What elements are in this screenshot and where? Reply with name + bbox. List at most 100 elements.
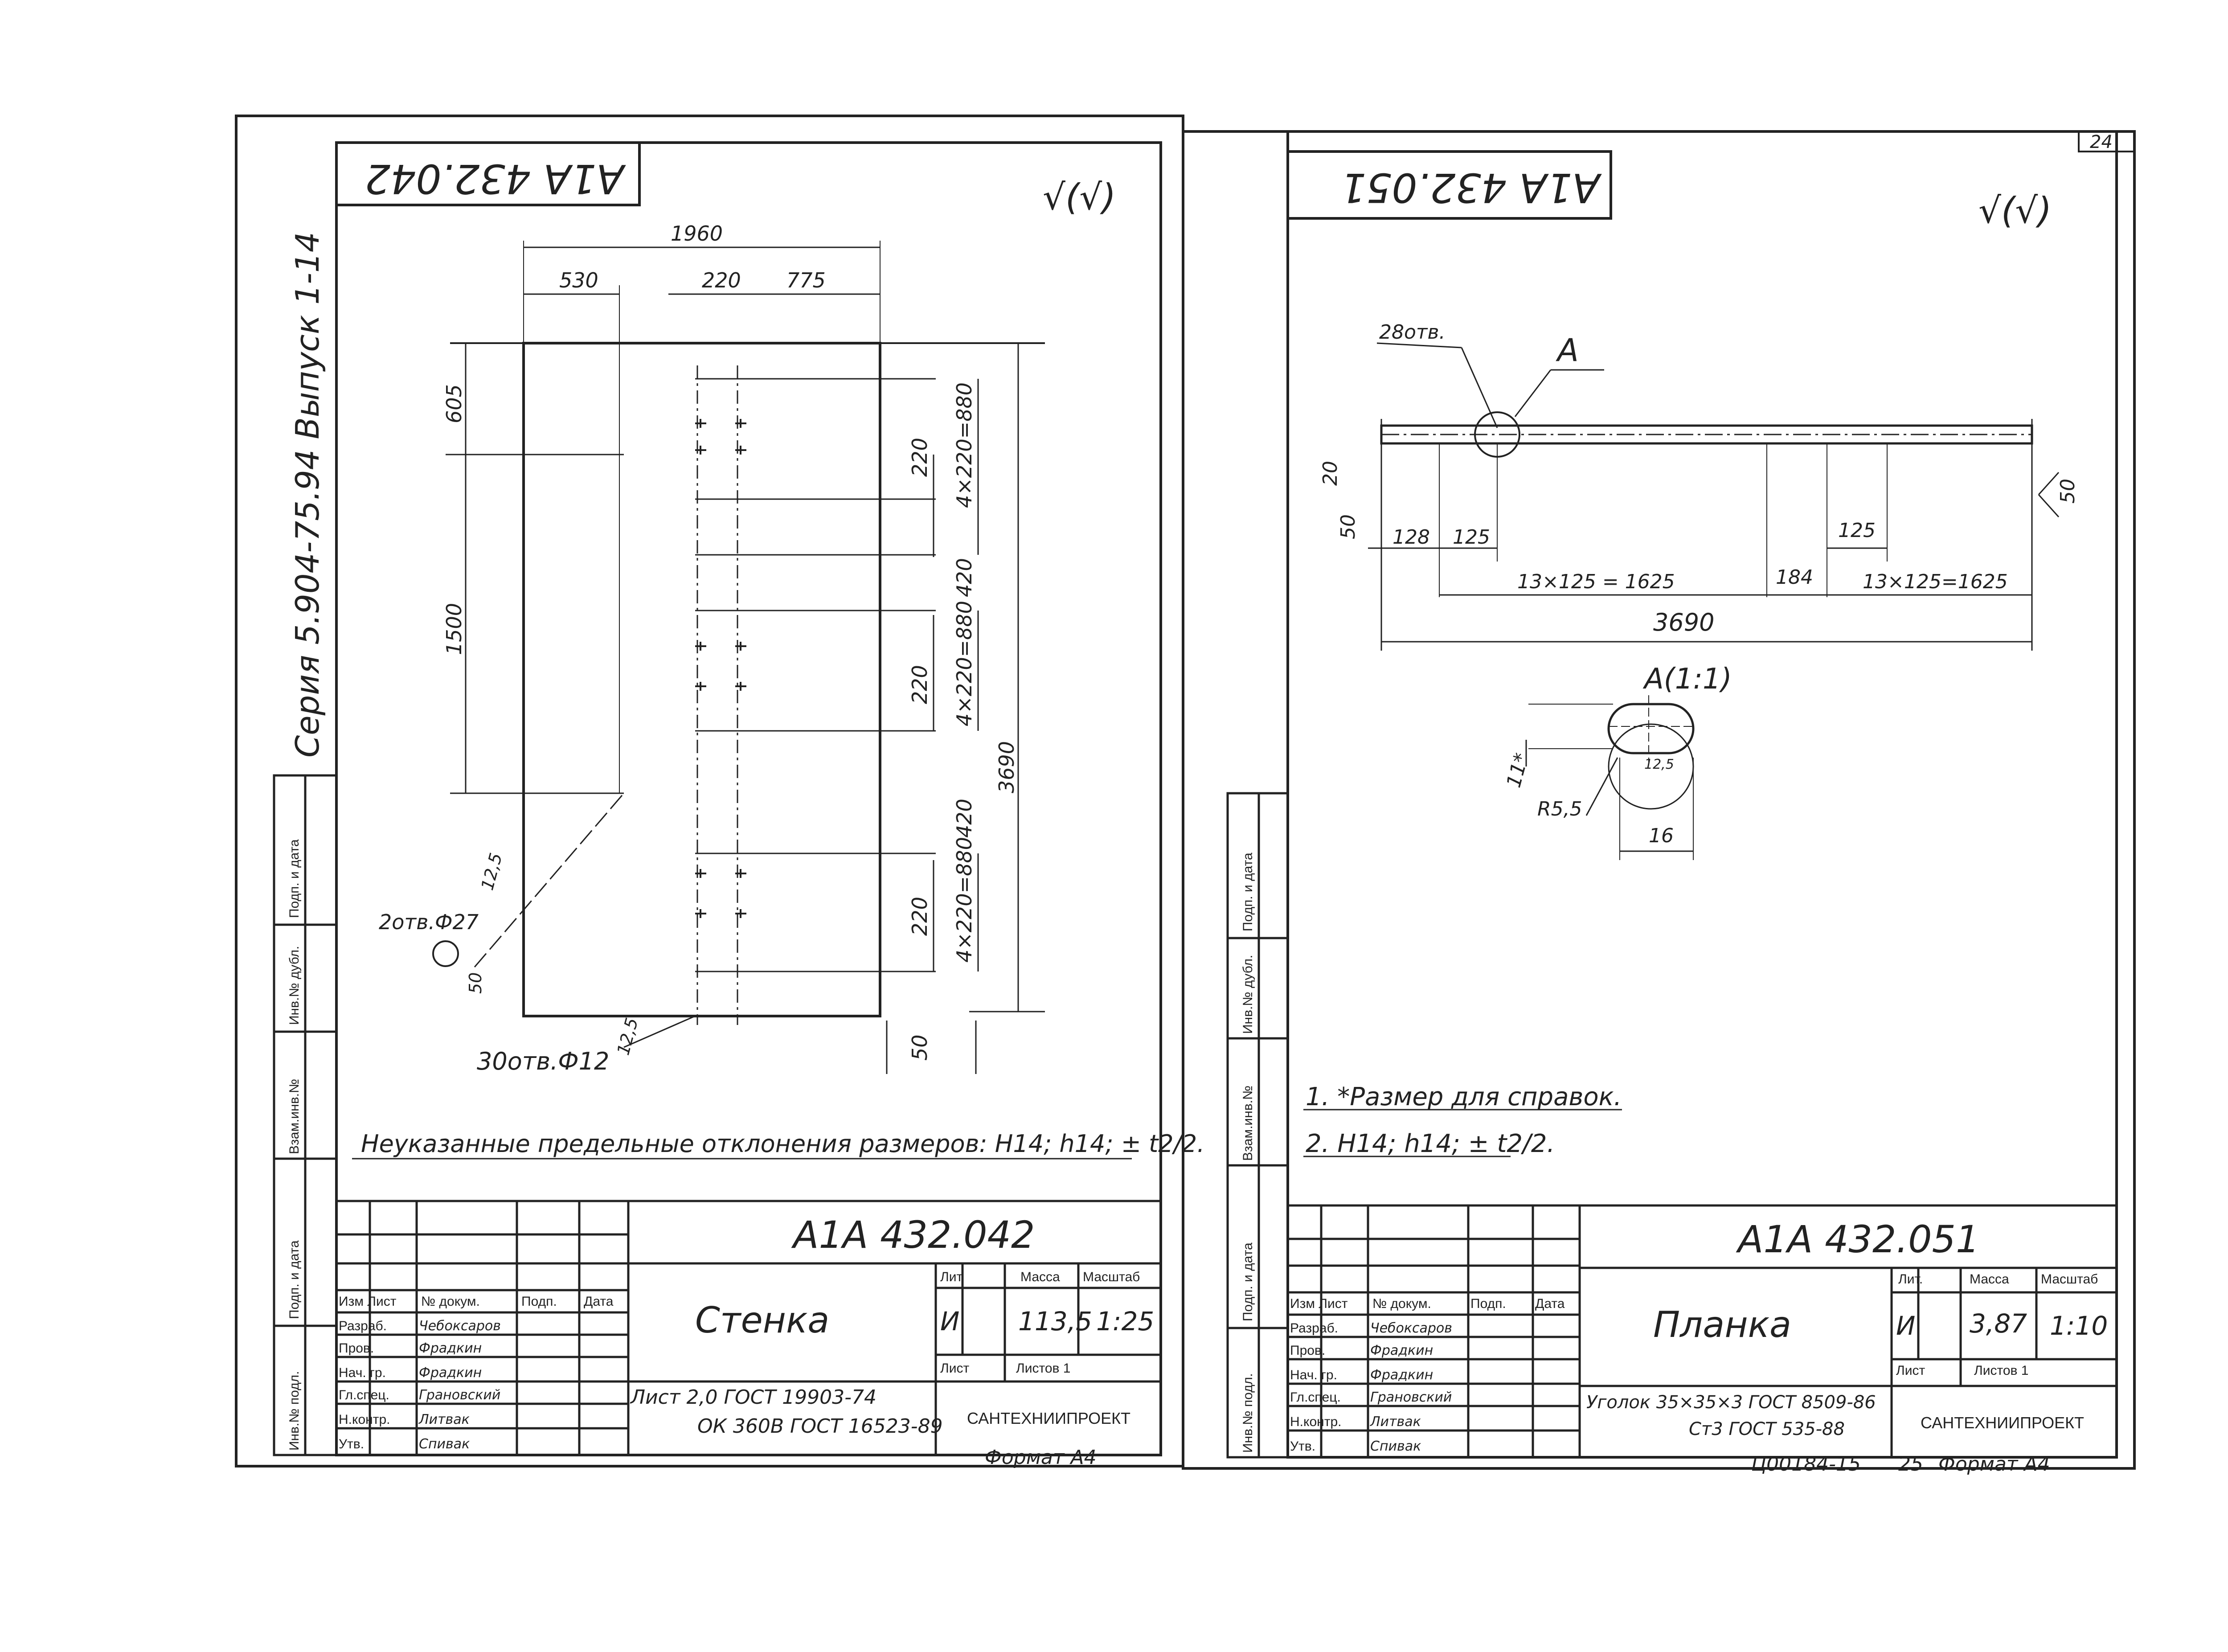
dim-1500: 1500: [442, 603, 466, 655]
left-person-3: Фрадкин: [419, 1365, 482, 1381]
right-scale-value: 1:10: [2050, 1311, 2108, 1341]
dim-11: 11*: [1502, 750, 1533, 790]
dim-220-a: 220: [908, 438, 932, 477]
left-tolerance-note: Неуказанные предельные отклонения размер…: [361, 1130, 1204, 1158]
left-side-stamp-b: [304, 774, 338, 1456]
right-role-2: Пров.: [1290, 1343, 1325, 1358]
left-format: Формат А4: [985, 1446, 1097, 1469]
left-side-label-4: Подп. и дата: [287, 1240, 302, 1319]
right-role-5: Н.контр.: [1290, 1414, 1341, 1429]
holes-large-label: 2отв.Ф27: [379, 910, 479, 934]
detail-a-title: A(1:1): [1642, 663, 1732, 696]
left-hdr-date: Дата: [584, 1294, 614, 1309]
left-roughness-mark: √(√): [1043, 176, 1116, 218]
right-rev-stamp-box: [1286, 150, 1612, 220]
left-role-6: Утв.: [339, 1437, 364, 1451]
dim-16: 16: [1649, 824, 1674, 847]
detail-mark-a: A: [1556, 332, 1579, 369]
left-role-5: Н.контр.: [339, 1412, 390, 1427]
left-hdr-mass: Масса: [1020, 1270, 1060, 1284]
right-org: САНТЕХНИИПРОЕКТ: [1921, 1414, 2084, 1432]
left-hdr-izm: Изм Лист: [339, 1294, 397, 1309]
dim-12-5-b: 12,5: [613, 1016, 642, 1057]
left-person-1: Чебоксаров: [419, 1318, 501, 1334]
left-person-4: Грановский: [419, 1387, 500, 1403]
dim-50-left: 50: [466, 972, 485, 994]
left-title-block: [335, 1200, 1162, 1456]
right-dimensions: 28отв. A 20 50 50 128 125 125 13×125 = 1…: [1319, 321, 2079, 847]
left-hdr-sheets: Листов 1: [1016, 1361, 1071, 1376]
left-hdr-doc: № докум.: [421, 1294, 480, 1309]
left-hole-marks: [695, 419, 746, 918]
left-doc-code: A1A 432.042: [791, 1213, 1035, 1257]
page-number: 24: [2090, 132, 2113, 152]
dim-r5-5: R5,5: [1537, 798, 1582, 820]
left-part-outline: [522, 342, 881, 1017]
right-side-label-2: Инв.№ дубл.: [1241, 955, 1255, 1034]
left-material-1: Лист 2,0 ГОСТ 19903-74: [630, 1386, 876, 1409]
right-page-number-box: [2078, 131, 2135, 152]
dim-128: 128: [1392, 526, 1430, 549]
right-hdr-mass: Масса: [1970, 1272, 2009, 1287]
right-hdr-doc: № докум.: [1372, 1296, 1431, 1311]
left-role-3: Нач. гр.: [339, 1365, 386, 1380]
left-dimensions: 1960 530 220 775 605 1500 3690 4×220=880…: [379, 221, 1019, 1075]
right-role-6: Утв.: [1290, 1439, 1315, 1454]
right-material-2: Ст3 ГОСТ 535-88: [1689, 1419, 1845, 1439]
right-hdr-izm: Изм Лист: [1290, 1296, 1348, 1311]
dim-220-top: 220: [702, 268, 741, 292]
dim-220-c: 220: [908, 897, 932, 936]
series-note: Серия 5.904-75.94 Выпуск 1-14: [289, 232, 326, 758]
right-hdr-sheet: Лист: [1896, 1363, 1925, 1378]
right-person-3: Фрадкин: [1370, 1367, 1433, 1383]
left-person-5: Литвак: [418, 1412, 470, 1427]
dim-1960: 1960: [671, 221, 723, 246]
right-hdr-lit: Лит.: [1898, 1272, 1923, 1287]
left-role-4: Гл.спец.: [339, 1388, 389, 1402]
right-person-6: Спивак: [1370, 1439, 1421, 1454]
right-hdr-sign: Подп.: [1470, 1296, 1506, 1311]
right-side-label-1: Подп. и дата: [1241, 853, 1255, 931]
right-lit-value: И: [1896, 1311, 1915, 1341]
dim-3690-r: 3690: [1653, 608, 1714, 636]
right-role-1: Разраб.: [1290, 1321, 1338, 1336]
dim-50-bottom: 50: [908, 1034, 932, 1061]
dim-3690: 3690: [995, 741, 1019, 793]
dim-pitch-top: 4×220=880: [952, 382, 976, 508]
right-rev-stamp: A1A 432.051: [1341, 164, 1602, 211]
right-role-3: Нач. гр.: [1290, 1368, 1337, 1382]
right-person-2: Фрадкин: [1370, 1343, 1433, 1358]
left-role-1: Разраб.: [339, 1319, 387, 1333]
right-person-5: Литвак: [1370, 1414, 1421, 1430]
right-person-4: Грановский: [1370, 1390, 1452, 1405]
right-person-1: Чебоксаров: [1370, 1320, 1452, 1336]
dim-184: 184: [1776, 566, 1813, 589]
dim-run-1: 13×125 = 1625: [1517, 570, 1675, 593]
left-person-2: Фрадкин: [419, 1340, 482, 1356]
left-hdr-sign: Подп.: [521, 1294, 557, 1309]
left-part-name: Стенка: [695, 1299, 829, 1341]
holes-small-label: 30отв.Ф12: [477, 1047, 609, 1075]
left-lit-value: И: [940, 1306, 959, 1336]
right-hdr-date: Дата: [1535, 1296, 1565, 1311]
left-person-6: Спивак: [419, 1436, 470, 1452]
left-side-label-5: Инв.№ подл.: [287, 1371, 302, 1451]
dim-12-5-a: 12,5: [477, 851, 506, 892]
right-doc-code: A1A 432.051: [1736, 1217, 1979, 1261]
right-footer-code: Ц00184-15: [1751, 1453, 1861, 1476]
right-title-block: [1286, 1204, 2118, 1459]
right-part-name: Планка: [1653, 1304, 1791, 1345]
dim-530: 530: [559, 268, 598, 292]
left-side-label-1: Подп. и дата: [287, 839, 302, 918]
dim-775: 775: [786, 268, 826, 292]
right-side-labels: Подп. и дата Инв.№ дубл. Взам.инв.№ Подп…: [1241, 853, 1255, 1453]
dim-pitch-mid: 4×220=880: [952, 601, 976, 726]
dim-50-left-r: 50: [1337, 514, 1360, 539]
right-hdr-sheets: Листов 1: [1974, 1363, 2029, 1378]
left-hdr-scale: Масштаб: [1083, 1270, 1140, 1284]
right-material-1: Уголок 35×35×3 ГОСТ 8509-86: [1586, 1392, 1876, 1413]
right-note-1: 1. *Размер для справок.: [1306, 1082, 1622, 1111]
dim-125-b: 125: [1838, 519, 1876, 542]
dim-605: 605: [442, 384, 466, 423]
